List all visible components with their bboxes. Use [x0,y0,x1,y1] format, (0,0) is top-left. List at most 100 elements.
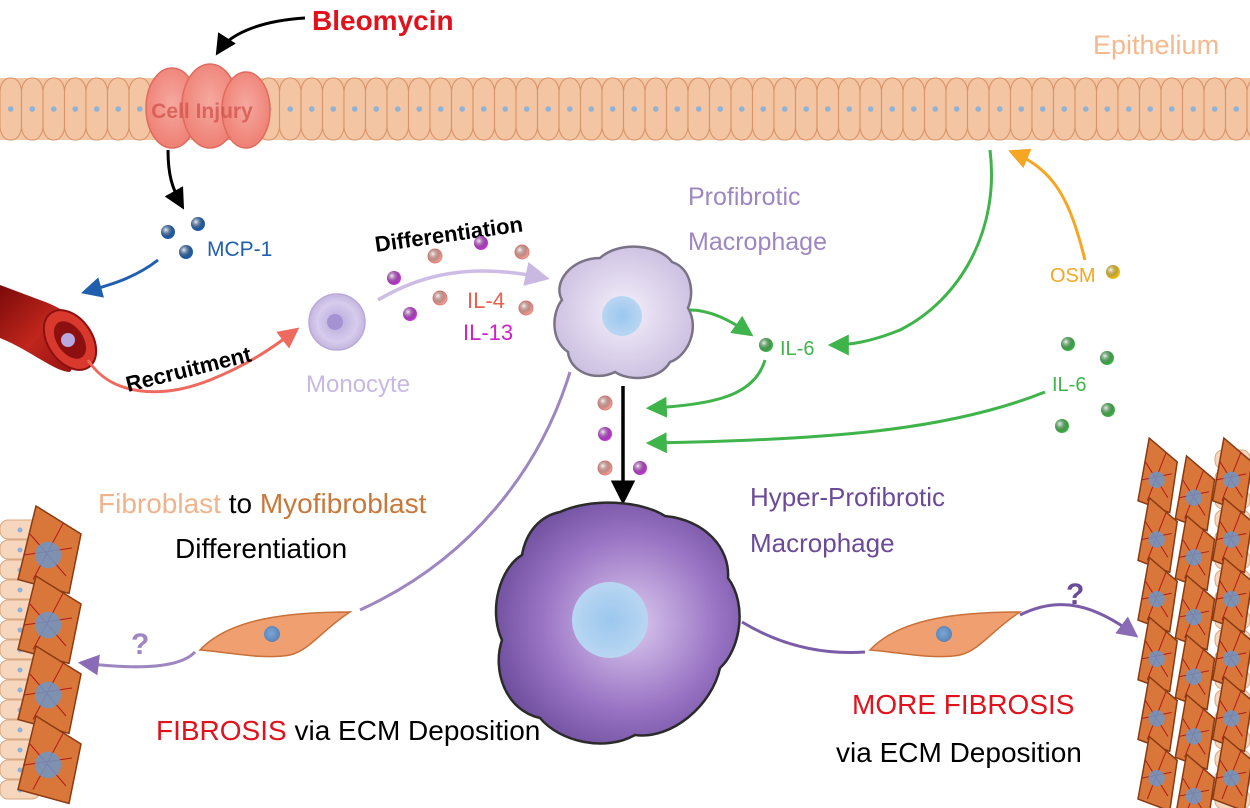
myofibroblast-nucleus [1148,769,1165,787]
question-left: ? [131,628,149,661]
monocyte-label: Monocyte [306,371,410,398]
il4-label: IL-4 [467,288,505,313]
epithelial-nucleus [308,106,315,112]
epithelial-nucleus [136,106,143,112]
epithelial-nucleus [695,106,702,112]
epithelium-to-il6-arrow [827,149,993,356]
right-fibrotic-tissue [1137,436,1250,808]
epithelial-nucleus [717,106,724,112]
epithelium-label: Epithelium [1093,30,1219,60]
epithelial-nucleus [287,106,294,112]
mcp1-molecules [161,217,205,259]
epithelial-nucleus [480,106,487,112]
fibrosis-rest: via ECM Deposition [287,715,541,746]
epithelial-nucleus [566,106,573,112]
epithelial-nucleus [394,106,401,112]
tissue-nucleus [17,687,23,693]
epithelial-nucleus [1147,106,1154,112]
myofibroblast-nucleus [1223,769,1240,787]
injury-to-mcp1-arrow [164,149,185,210]
tissue-nucleus [17,747,23,753]
tissue-nucleus [17,727,23,733]
myofibroblast-nucleus [1148,650,1165,668]
epithelial-nucleus [437,106,444,112]
fibroblast-left-cell [198,611,353,658]
fibroblast-to-myofibroblast-label: Fibroblast to Myofibroblast [98,488,427,519]
epithelium-layer [0,77,1250,141]
monocyte-cell [308,293,366,351]
central-cytokine-molecules [597,395,647,476]
question-right: ? [1066,578,1084,611]
more-fibrosis-line2: via ECM Deposition [836,737,1082,768]
fibroblast-right-arrow [1019,603,1139,638]
myofibroblast-nucleus [1148,471,1165,489]
myofibroblast-nucleus [34,751,62,779]
mcp1-arrow [80,258,159,298]
tissue-nucleus [17,527,23,533]
mcp1-label: MCP-1 [207,238,272,261]
cell-injury-cluster: Cell Injury [145,63,271,149]
epithelial-nucleus [738,106,745,112]
myofibroblast-nucleus [1148,531,1165,548]
left-fibrotic-tissue [0,504,82,805]
epithelial-nucleus [889,106,896,112]
fibrosis-word: FIBROSIS [156,715,287,746]
epithelial-nucleus [72,106,79,112]
epithelial-nucleus [416,106,423,112]
profibrotic-macrophage-line1: Profibrotic [688,183,801,211]
hyper-macrophage-line1: Hyper-Profibrotic [750,482,945,512]
blood-vessel [0,285,98,372]
hyper-profibrotic-macrophage-cell [494,501,741,745]
myofibroblast-nucleus [1223,650,1240,668]
epithelial-nucleus [1018,106,1025,112]
epithelial-nucleus [803,106,810,112]
myofibroblast-nucleus [1185,787,1203,805]
myofibroblast-nucleus [1185,668,1203,685]
il6-center-to-column-arrow [645,359,767,418]
il6-right-to-column-arrow [645,390,1046,454]
epithelial-nucleus [760,106,767,112]
myofibroblast-nucleus [1148,590,1165,608]
epithelial-nucleus [652,106,659,112]
epithelial-nucleus [932,106,939,112]
to-word: to [221,488,260,519]
bleomycin-label: Bleomycin [312,5,454,36]
tissue-nucleus [17,607,23,613]
cell-injury-label: Cell Injury [151,100,253,123]
epithelial-nucleus [502,106,509,112]
epithelial-nucleus [631,106,638,112]
tissue-nucleus [17,667,23,673]
epithelial-nucleus [1082,106,1089,112]
epithelial-nucleus [7,106,14,112]
epithelial-nucleus [1125,106,1132,112]
epithelial-nucleus [1039,106,1046,112]
bleomycin-arrow [215,16,306,56]
il13-label: IL-13 [463,320,513,345]
epithelial-nucleus [1211,106,1218,112]
epithelial-nucleus [93,106,100,112]
myofibroblast-nucleus [34,611,62,639]
il4-il13-molecules [387,236,534,321]
myofibroblast-nucleus [1223,471,1240,489]
epithelial-nucleus [1168,106,1175,112]
myofibroblast-word: Myofibroblast [260,488,427,519]
profibrotic-macrophage-line2: Macrophage [688,228,827,256]
macrophage-to-fibroblast-line [359,371,572,612]
epithelial-nucleus [1061,106,1068,112]
epithelial-nucleus [29,106,36,112]
myofibroblast-nucleus [1148,710,1165,727]
epithelial-nucleus [545,106,552,112]
epithelial-nucleus [609,106,616,112]
fibroblast-word: Fibroblast [98,488,221,519]
tissue-nucleus [17,767,23,773]
il6-right-label: IL-6 [1052,374,1086,396]
epithelial-nucleus [1104,106,1111,112]
tissue-nucleus [17,587,23,593]
myofibroblast-nucleus [1185,728,1203,745]
differentiation-arrow [377,261,550,302]
fibroblast-left-arrow [77,650,197,676]
il6-center-label: IL-6 [780,338,814,360]
epithelial-nucleus [373,106,380,112]
macrophage-to-il6-arrow [689,308,754,337]
